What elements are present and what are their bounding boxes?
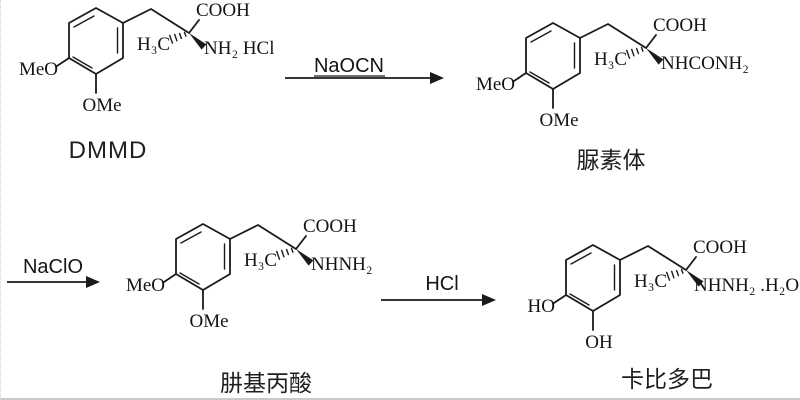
benzene-double-bond-lines — [569, 252, 616, 306]
methyl-group-label: H₃C — [634, 271, 667, 292]
benzene-double-bond-lines — [72, 15, 119, 69]
wedge-stereo-bond — [296, 249, 314, 266]
molecule-name-carbidopa: 卡比多巴 — [621, 366, 713, 392]
substituent-bonds — [163, 273, 204, 310]
reaction-step-3: HCl — [381, 273, 496, 306]
methyl-group-label: H₃C — [244, 250, 277, 271]
molecule-name-dmmd: DMMD — [69, 137, 148, 164]
arrow-head-icon — [482, 294, 496, 306]
reaction-step-2: NaClO — [7, 256, 100, 288]
amine-group-label: NHNH₂ — [311, 254, 373, 275]
bottom-substituent-label: OMe — [539, 110, 578, 131]
molecule-carbidopa: HO OH H₃C COOH NHNH₂ .H₂O — [528, 237, 800, 353]
carboxyl-group-label: COOH — [693, 237, 747, 258]
benzene-double-bond-lines — [179, 231, 226, 285]
benzene-ring — [565, 244, 621, 312]
molecule-hydrazino-acid: MeO OMe H₃C COOH NHNH₂ — [126, 216, 373, 332]
left-substituent-label: MeO — [19, 59, 58, 80]
reagent-label-hcl: HCl — [425, 273, 458, 295]
arrow-head-icon — [430, 72, 444, 84]
arrow-head-icon — [86, 276, 100, 288]
side-chain-bonds — [619, 245, 697, 271]
substituent-bonds — [513, 72, 554, 109]
wedge-stereo-bond — [646, 48, 664, 65]
hashed-stereo-bond — [666, 268, 684, 281]
methyl-group-label: H₃C — [137, 34, 170, 55]
carboxyl-group-label: COOH — [303, 216, 357, 237]
side-chain-bonds — [579, 23, 657, 49]
benzene-ring — [175, 223, 231, 291]
benzene-double-bond-lines — [529, 30, 576, 84]
bottom-substituent-label: OH — [585, 332, 613, 353]
left-substituent-label: HO — [528, 296, 555, 317]
hashed-stereo-bond — [169, 31, 187, 44]
molecule-urea-intermediate: MeO OMe H₃C COOH NHCONH₂ — [476, 15, 749, 131]
substituent-bonds — [553, 294, 594, 331]
hashed-stereo-bond — [276, 247, 294, 260]
wedge-stereo-bond — [189, 33, 207, 50]
carboxyl-group-label: COOH — [196, 0, 250, 21]
molecule-name-hydrazino-acid: 肼基丙酸 — [220, 370, 312, 396]
bottom-substituent-label: OMe — [82, 95, 121, 116]
bottom-substituent-label: OMe — [189, 311, 228, 332]
reagent-label-naocn: NaOCN — [314, 55, 384, 77]
amine-group-label: NHCONH₂ — [661, 53, 749, 74]
hashed-stereo-bond — [626, 46, 644, 59]
wedge-stereo-bond — [686, 270, 704, 287]
left-substituent-label: MeO — [476, 74, 515, 95]
carboxyl-group-label: COOH — [653, 15, 707, 36]
left-substituent-label: MeO — [126, 275, 165, 296]
benzene-ring — [525, 22, 581, 90]
side-chain-bonds — [229, 224, 307, 250]
methyl-group-label: H₃C — [594, 49, 627, 70]
reaction-step-1: NaOCN — [285, 55, 444, 84]
reagent-label-naclo: NaClO — [23, 256, 83, 278]
molecule-dmmd: MeO OMe H₃C COOH NH₂ HCl — [19, 0, 275, 116]
benzene-ring — [68, 7, 124, 75]
side-chain-bonds — [122, 8, 200, 34]
amine-group-label: NH₂ HCl — [204, 38, 275, 59]
substituent-bonds — [56, 57, 97, 94]
molecule-name-urea-intermediate: 脲素体 — [577, 147, 646, 173]
amine-group-label: NHNH₂ .H₂O — [694, 275, 799, 296]
